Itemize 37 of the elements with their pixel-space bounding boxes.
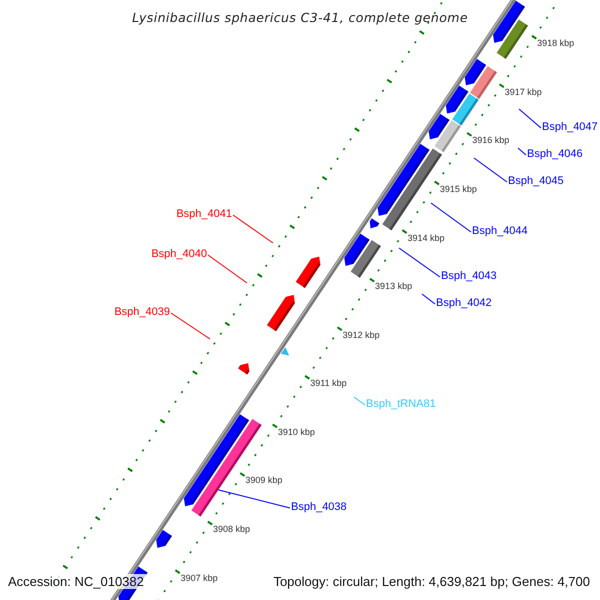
footer-note: Topology: circular; Length: 4,639,821 bp; Genes: 4,700 [271, 574, 592, 589]
gene-label: Bsph_4040 [151, 248, 207, 260]
leader-line [474, 158, 508, 182]
gene-label: Bsph_4044 [472, 225, 528, 237]
scale-label: 3912 kbp [342, 330, 380, 340]
scale-label: 3915 kbp [440, 184, 477, 194]
gene-label: Bsph_4047 [542, 121, 598, 133]
leader-line [422, 294, 436, 304]
scale-label: 3913 kbp [375, 281, 412, 292]
leader-line [398, 248, 440, 278]
leader-line [354, 396, 366, 406]
leader-line [208, 254, 248, 284]
scale-label: 3910 kbp [278, 426, 315, 437]
gene-label: Bsph_4045 [508, 175, 564, 187]
scale-label: 3914 kbp [407, 232, 444, 243]
gene-label: Bsph_4041 [176, 208, 232, 220]
leader-line [518, 148, 526, 156]
leader-line [218, 489, 290, 508]
scale-label: 3908 kbp [212, 524, 250, 534]
leader-line [430, 202, 472, 232]
diagram-title: Lysinibacillus sphaericus C3-41, complete genome [132, 10, 468, 25]
gene-label: Bsph_4043 [441, 270, 497, 282]
gene-label: Bsph_4042 [436, 297, 492, 309]
scale-label: 3907 kbp [180, 572, 218, 583]
gene-label: Bsph_tRNA81 [366, 398, 436, 410]
gene-label: Bsph_4039 [114, 306, 170, 318]
scale-label: 3917 kbp [504, 86, 542, 97]
leader-line [170, 312, 210, 340]
scale-label: 3911 kbp [310, 378, 347, 388]
scale-label: 3918 kbp [537, 38, 574, 48]
scale-label: 3916 kbp [472, 135, 510, 146]
footer-note: Accession: NC_010382 [6, 574, 146, 589]
leader-line [518, 108, 542, 128]
leader-line [232, 214, 274, 244]
scale-label: 3909 kbp [245, 475, 282, 486]
gene-label: Bsph_4046 [527, 148, 583, 160]
gene-label: Bsph_4038 [291, 501, 347, 513]
